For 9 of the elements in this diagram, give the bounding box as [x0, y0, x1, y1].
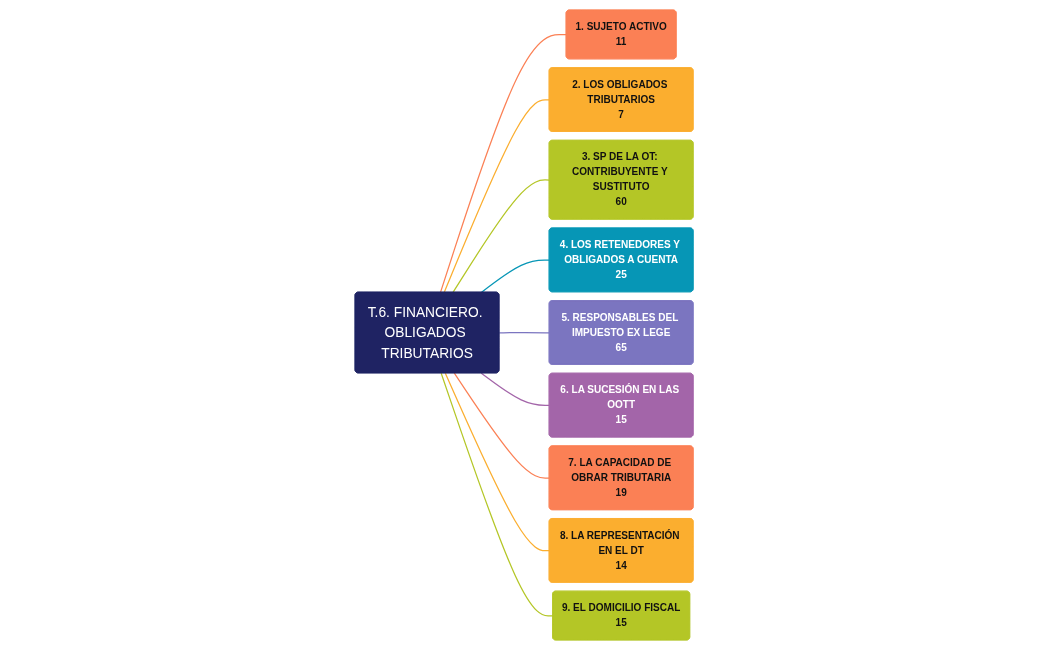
connector [443, 99, 550, 294]
connector [480, 259, 550, 294]
connector [480, 372, 550, 407]
connector [452, 179, 550, 294]
connector [444, 372, 550, 552]
connector [440, 372, 554, 617]
connector [453, 372, 550, 479]
connector [498, 332, 550, 334]
connector [439, 34, 567, 294]
